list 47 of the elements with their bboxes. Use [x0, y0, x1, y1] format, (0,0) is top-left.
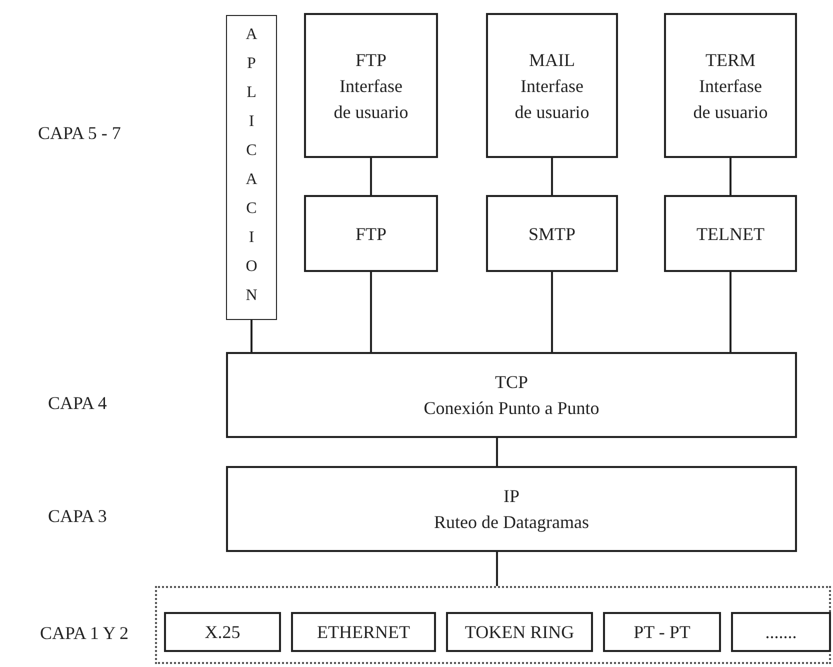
- group-frame: [155, 586, 831, 664]
- layer-label: CAPA 1 Y 2: [40, 622, 129, 645]
- box-title: TERM: [704, 48, 756, 72]
- proto-box: [664, 195, 797, 272]
- connector-line: [496, 552, 498, 586]
- vertical-label: APLICACION: [246, 25, 258, 306]
- box-title: FTP: [354, 222, 388, 246]
- box-title: X.25: [204, 621, 242, 644]
- box-description: Ruteo de Datagramas: [433, 511, 590, 534]
- connector-line: [370, 272, 372, 352]
- box-description: Interfase de usuario: [514, 74, 590, 124]
- net-box: [603, 612, 721, 652]
- layer-label: CAPA 3: [48, 505, 107, 528]
- box-title: ETHERNET: [316, 621, 411, 644]
- proto-box: [304, 195, 438, 272]
- proto-box: [486, 195, 618, 272]
- net-box: [164, 612, 281, 652]
- box-title: TELNET: [696, 222, 766, 246]
- app-box: [664, 13, 797, 158]
- layer-box: [226, 352, 797, 438]
- connector-line: [730, 272, 732, 352]
- box-description: Conexión Punto a Punto: [422, 397, 600, 420]
- vertical-box: [226, 15, 277, 320]
- connector-line: [730, 158, 732, 195]
- box-description: Interfase de usuario: [692, 74, 769, 124]
- connector-line: [551, 272, 553, 352]
- app-box: [486, 13, 618, 158]
- box-title: .......: [764, 621, 798, 644]
- net-box: [291, 612, 436, 652]
- box-title: PT - PT: [632, 621, 692, 644]
- box-title: MAIL: [528, 48, 576, 72]
- connector-line: [496, 438, 498, 466]
- net-box: [731, 612, 831, 652]
- box-title: FTP: [354, 48, 388, 72]
- app-box: [304, 13, 438, 158]
- layer-label: CAPA 4: [48, 392, 107, 415]
- net-box: [446, 612, 593, 652]
- layer-box: [226, 466, 797, 552]
- box-title: IP: [502, 485, 520, 508]
- box-title: TOKEN RING: [464, 621, 576, 644]
- connector-line: [551, 158, 553, 195]
- connector-line: [370, 158, 372, 195]
- box-title: TCP: [494, 371, 529, 394]
- box-description: Interfase de usuario: [332, 74, 410, 124]
- connector-line: [250, 320, 252, 352]
- layer-label: CAPA 5 - 7: [38, 122, 121, 145]
- box-title: SMTP: [527, 222, 577, 246]
